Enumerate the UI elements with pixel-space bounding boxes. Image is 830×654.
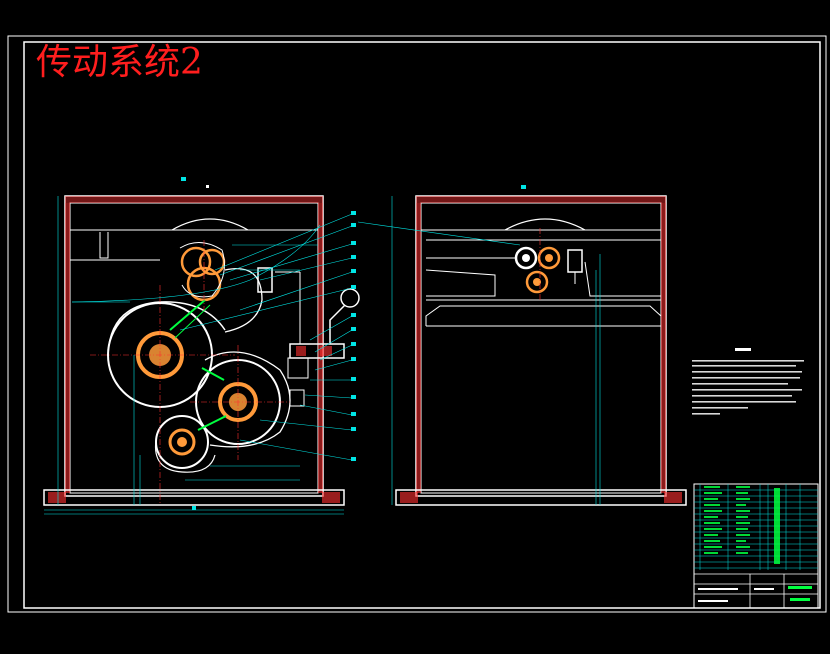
top-gear-left [180, 246, 212, 278]
handle-knob [340, 288, 360, 308]
front-part-number-marks [351, 211, 356, 461]
front-housing-inner [69, 202, 319, 494]
sheet-outer-frame [7, 35, 827, 613]
side-gear-3 [525, 270, 549, 294]
top-wall-hatch [65, 196, 323, 203]
lever-block [289, 343, 345, 359]
side-view [357, 185, 687, 506]
technical-notes [692, 348, 804, 415]
side-gear-1 [514, 246, 538, 270]
sheet-inner-frame [23, 41, 821, 609]
front-housing-outline [64, 195, 324, 497]
side-gear-2 [537, 246, 561, 270]
drawing-title: 传动系统2 [36, 42, 203, 83]
left-wall-hatch [65, 203, 70, 493]
front-view [43, 177, 360, 515]
front-leader-lines [179, 213, 353, 461]
title-block [693, 483, 819, 609]
side-housing-outline [415, 195, 667, 497]
front-base [43, 489, 345, 506]
